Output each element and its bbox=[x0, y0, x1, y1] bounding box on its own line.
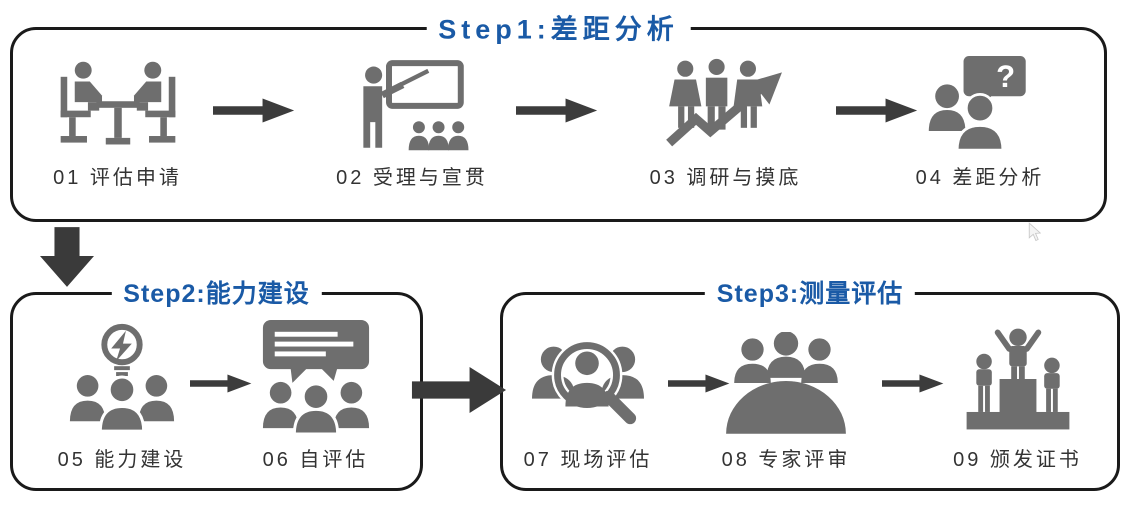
step1-title: Step1:差距分析 bbox=[426, 7, 691, 47]
item-02-label: 02 受理与宣贯 bbox=[336, 167, 488, 189]
feedback-team-icon bbox=[256, 316, 376, 434]
step-item-05: 05 能力建设 bbox=[42, 316, 202, 472]
item-03-label: 03 调研与摸底 bbox=[649, 167, 802, 189]
flow-down-arrow-icon bbox=[40, 227, 94, 287]
right-arrow-icon bbox=[516, 97, 598, 124]
right-arrow-icon bbox=[836, 97, 918, 124]
item-06-label: 06 自评估 bbox=[262, 449, 369, 471]
step-item-01: 01 评估申请 bbox=[25, 56, 210, 190]
item-09-label: 09 颁发证书 bbox=[953, 449, 1082, 471]
step-item-04: ? 04 差距分析 bbox=[890, 56, 1070, 190]
step1-box: Step1:差距分析 bbox=[10, 7, 1107, 222]
idea-team-icon bbox=[63, 316, 181, 434]
step-item-06: 06 自评估 bbox=[238, 316, 393, 472]
mouse-cursor-icon bbox=[1028, 222, 1041, 242]
meeting-table-icon bbox=[47, 56, 189, 152]
right-arrow-icon bbox=[213, 97, 295, 124]
question-discussion-icon: ? bbox=[926, 56, 1034, 152]
award-podium-icon bbox=[954, 316, 1082, 434]
step3-title: Step3:测量评估 bbox=[704, 274, 916, 311]
item-08-label: 08 专家评审 bbox=[721, 449, 851, 471]
item-05-label: 05 能力建设 bbox=[57, 449, 187, 471]
panel-meeting-icon bbox=[719, 316, 853, 434]
right-arrow-icon bbox=[882, 372, 944, 395]
step2-title: Step2:能力建设 bbox=[111, 274, 322, 311]
step-item-08: 08 专家评审 bbox=[706, 316, 866, 472]
item-04-label: 04 差距分析 bbox=[915, 167, 1045, 189]
step-item-03: 03 调研与摸底 bbox=[633, 56, 818, 190]
audit-search-icon bbox=[528, 316, 648, 434]
step-item-02: 02 受理与宣贯 bbox=[322, 56, 502, 190]
step-item-07: 07 现场评估 bbox=[513, 316, 663, 472]
right-arrow-icon bbox=[190, 372, 252, 395]
flow-right-arrow-icon bbox=[411, 366, 507, 414]
item-01-label: 01 评估申请 bbox=[53, 167, 182, 189]
right-arrow-icon bbox=[668, 372, 730, 395]
svg-text:?: ? bbox=[996, 59, 1015, 94]
item-07-label: 07 现场评估 bbox=[523, 449, 653, 471]
survey-growth-icon bbox=[655, 56, 797, 152]
step-item-09: 09 颁发证书 bbox=[940, 316, 1095, 472]
presentation-icon bbox=[349, 56, 476, 152]
